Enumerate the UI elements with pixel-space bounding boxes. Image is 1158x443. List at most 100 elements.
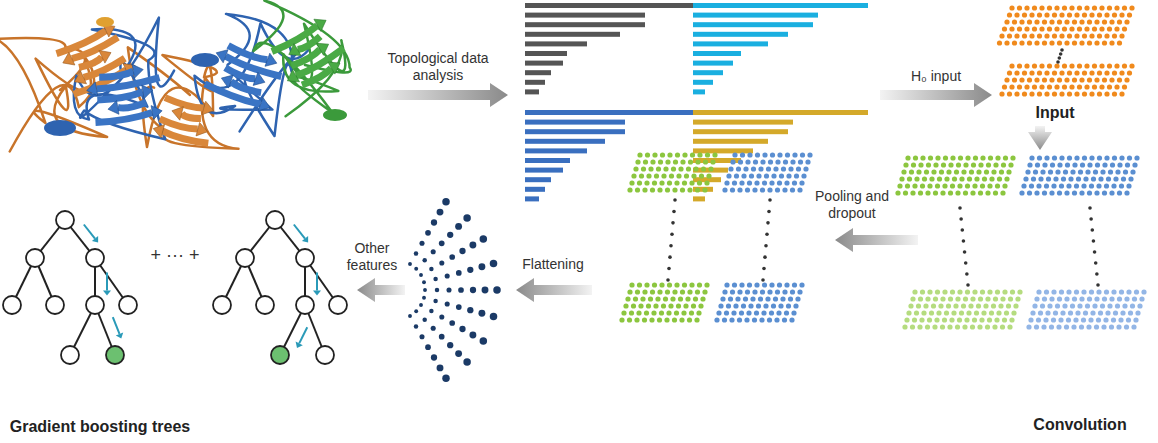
dot xyxy=(644,310,649,315)
dot xyxy=(1129,5,1134,10)
strand-head xyxy=(196,122,208,135)
dot xyxy=(1055,303,1060,308)
dot xyxy=(1060,310,1065,315)
dot xyxy=(625,296,630,301)
dot xyxy=(1010,289,1015,294)
dot xyxy=(1004,176,1009,181)
dot xyxy=(1047,26,1052,31)
dot xyxy=(666,278,670,282)
dot xyxy=(1037,12,1042,17)
dot xyxy=(938,303,943,308)
dot xyxy=(653,303,658,308)
dot xyxy=(970,296,975,301)
dot xyxy=(791,310,796,315)
dot xyxy=(978,162,983,167)
dot xyxy=(1019,77,1024,82)
dot xyxy=(1064,324,1069,329)
dot xyxy=(663,296,668,301)
dot xyxy=(696,310,701,315)
dot xyxy=(431,219,437,225)
flow-arrow xyxy=(516,278,592,302)
dot xyxy=(1087,77,1092,82)
dot xyxy=(897,183,902,188)
dot xyxy=(1126,289,1131,294)
dot xyxy=(906,310,911,315)
dot xyxy=(1092,239,1096,243)
dot xyxy=(672,317,677,322)
dot xyxy=(1049,19,1054,24)
dot xyxy=(767,210,771,214)
dot xyxy=(777,152,782,157)
dot xyxy=(1049,296,1054,301)
dot xyxy=(924,169,929,174)
dot xyxy=(777,180,782,185)
dot xyxy=(1137,303,1142,308)
dot xyxy=(1019,40,1024,45)
dot xyxy=(1028,317,1033,322)
dot xyxy=(1031,176,1036,181)
arrow-shape xyxy=(880,83,992,107)
dot xyxy=(957,289,962,294)
dot xyxy=(1034,40,1039,45)
dot xyxy=(1007,33,1012,38)
dot xyxy=(670,232,674,236)
dot xyxy=(425,344,431,350)
dot xyxy=(944,176,949,181)
dot xyxy=(1064,190,1069,195)
dot xyxy=(685,296,690,301)
dot xyxy=(675,152,680,157)
dot xyxy=(676,303,681,308)
dot xyxy=(1063,169,1068,174)
dot xyxy=(1057,296,1062,301)
dot xyxy=(1069,5,1074,10)
dot xyxy=(987,289,992,294)
dot xyxy=(470,287,476,293)
dot xyxy=(974,310,979,315)
bar xyxy=(693,13,818,18)
dot xyxy=(1110,162,1115,167)
dot xyxy=(1099,84,1104,89)
dot xyxy=(693,296,698,301)
dot xyxy=(1097,12,1102,17)
dot xyxy=(1047,303,1052,308)
dot xyxy=(467,307,473,313)
dot xyxy=(1053,176,1058,181)
beta-strand xyxy=(96,113,153,123)
dot xyxy=(1044,183,1049,188)
dot xyxy=(953,303,958,308)
dot xyxy=(931,303,936,308)
dot xyxy=(799,282,804,287)
dot xyxy=(1022,70,1027,75)
dot xyxy=(668,303,673,308)
dot xyxy=(910,190,915,195)
dot xyxy=(1117,296,1122,301)
dot xyxy=(1002,289,1007,294)
dot xyxy=(1128,176,1133,181)
dot xyxy=(1052,33,1057,38)
dot xyxy=(422,280,426,284)
dot xyxy=(702,187,707,192)
dot xyxy=(1066,183,1071,188)
dot xyxy=(748,303,753,308)
dot xyxy=(764,173,769,178)
dot xyxy=(1093,169,1098,174)
dot xyxy=(697,282,702,287)
strand-head xyxy=(142,85,153,99)
dot xyxy=(1067,70,1072,75)
dot xyxy=(730,159,735,164)
dot xyxy=(961,303,966,308)
dot xyxy=(456,270,462,276)
dot xyxy=(767,187,772,192)
dot xyxy=(786,173,791,178)
dot xyxy=(1044,91,1049,96)
dot xyxy=(807,152,812,157)
dot xyxy=(704,282,709,287)
dot xyxy=(637,282,642,287)
stage-title: Input xyxy=(1035,104,1074,122)
dot xyxy=(671,221,675,225)
dot xyxy=(1094,261,1098,265)
dot xyxy=(1058,56,1062,60)
dot xyxy=(1024,5,1029,10)
dot xyxy=(1017,63,1022,68)
beta-strand xyxy=(205,84,261,104)
